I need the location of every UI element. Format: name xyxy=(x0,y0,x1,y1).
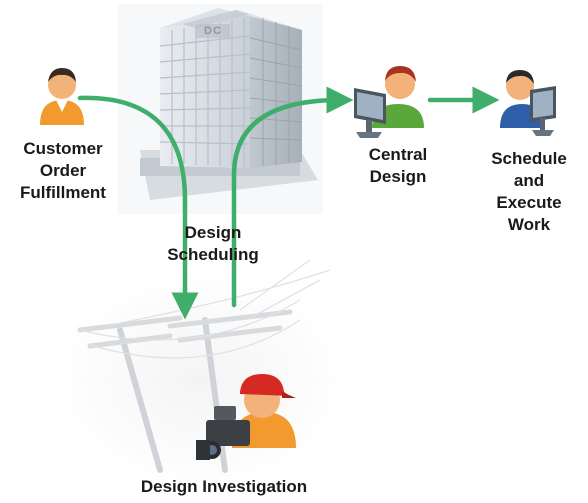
label-line: Design Investigation xyxy=(140,477,308,496)
node-label-customer-order-fulfillment: Customer Order Fulfillment xyxy=(4,138,122,204)
label-line: Design xyxy=(369,167,427,186)
label-line: Schedule xyxy=(491,149,567,168)
designer-at-computer-icon xyxy=(354,66,424,138)
field-investigator-camera-icon xyxy=(196,374,296,460)
flow-arrows xyxy=(77,86,500,320)
arrow-customer-to-investigation xyxy=(77,95,199,320)
label-line: Customer xyxy=(23,139,103,158)
node-label-design-scheduling: Design Scheduling xyxy=(148,222,278,266)
arrow-investigation-to-central xyxy=(231,86,354,308)
label-line: Fulfillment xyxy=(20,183,106,202)
node-label-central-design: Central Design xyxy=(346,144,450,188)
label-line: Execute xyxy=(496,193,562,212)
label-line: and xyxy=(513,171,545,190)
label-line: Design xyxy=(184,223,242,242)
label-line: Central xyxy=(368,145,428,164)
office-building-icon xyxy=(118,4,323,214)
customer-person-icon xyxy=(40,68,84,125)
label-line: Order xyxy=(39,161,87,180)
node-label-schedule-and-execute-work: Schedule and Execute Work xyxy=(474,148,584,236)
worker-at-computer-icon xyxy=(500,70,556,136)
label-line: Work xyxy=(507,215,551,234)
building-sign-dc: DC xyxy=(204,25,222,37)
label-line: Scheduling xyxy=(167,245,259,264)
node-label-design-investigation: Design Investigation xyxy=(104,476,344,498)
